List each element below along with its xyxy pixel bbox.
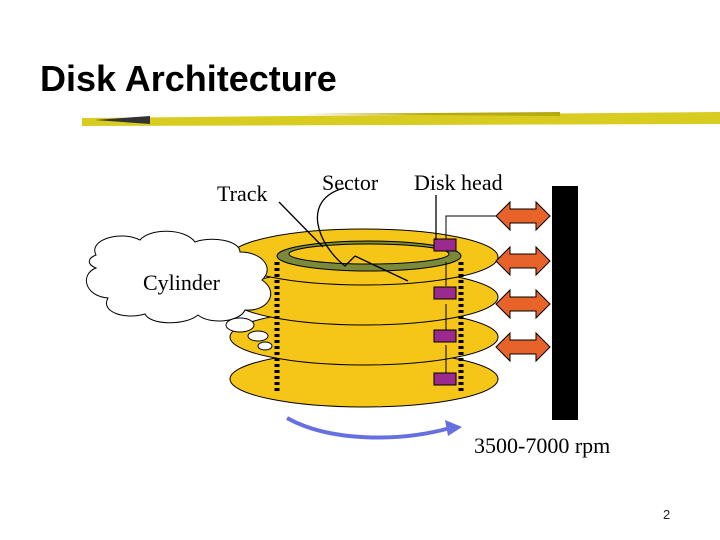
slide-title: Disk Architecture [40,58,337,99]
rpm-label: 3500-7000 rpm [474,433,611,458]
cylinder-lines [274,262,464,392]
sector-label: Sector [322,170,379,195]
track-label: Track [217,181,268,206]
track-inner [288,243,450,265]
head-2 [433,286,457,300]
spindle [552,186,578,420]
pointer-lines [278,187,437,282]
head-1 [433,238,457,252]
head-arms [495,200,551,363]
disk-heads [433,215,496,386]
sector-pointer [316,187,356,267]
head-4 [433,372,457,386]
disk-head-label: Disk head [414,170,503,195]
track-pointer [278,201,324,248]
rotation-arrow [286,416,462,440]
sector-edge [354,255,409,282]
title-underline [82,112,720,126]
cylinder-cloud [85,230,273,351]
head-3 [433,329,457,343]
page-number: 2 [663,507,671,522]
platter-stack [229,228,499,408]
cylinder-label: Cylinder [143,270,220,295]
